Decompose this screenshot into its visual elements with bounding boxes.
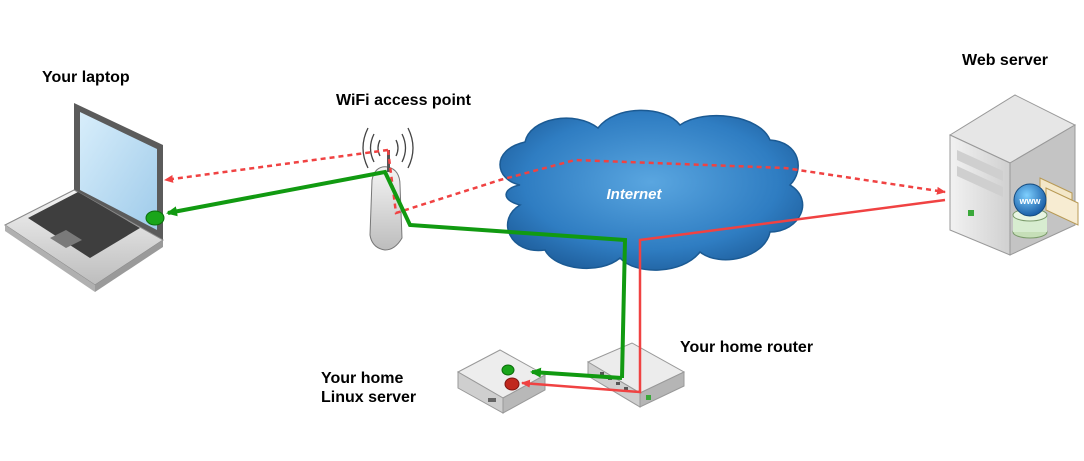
red-solid-connection — [521, 198, 946, 394]
internet-label: Internet — [606, 186, 662, 203]
linux-server-icon — [456, 349, 547, 414]
wifi-label: WiFi access point — [336, 92, 471, 109]
red-dashed-connection — [164, 148, 946, 215]
linux-server-label-line1: Your home — [321, 370, 404, 387]
internet-cloud-icon — [499, 109, 804, 271]
linux-server-red-dot — [504, 377, 520, 391]
green-connection — [166, 169, 628, 380]
router-label: Your home router — [680, 339, 814, 356]
router-icon — [586, 342, 686, 408]
web-server-label: Web server — [962, 52, 1048, 69]
laptop-label: Your laptop — [42, 69, 130, 86]
laptop-endpoint-dot — [145, 210, 165, 226]
svg-text:www: www — [1018, 196, 1041, 206]
linux-server-green-dot — [501, 364, 515, 376]
laptop-icon — [4, 103, 164, 292]
wifi-access-point-icon — [362, 127, 414, 251]
web-server-icon: www — [948, 94, 1079, 256]
linux-server-label-line2: Linux server — [321, 389, 417, 406]
